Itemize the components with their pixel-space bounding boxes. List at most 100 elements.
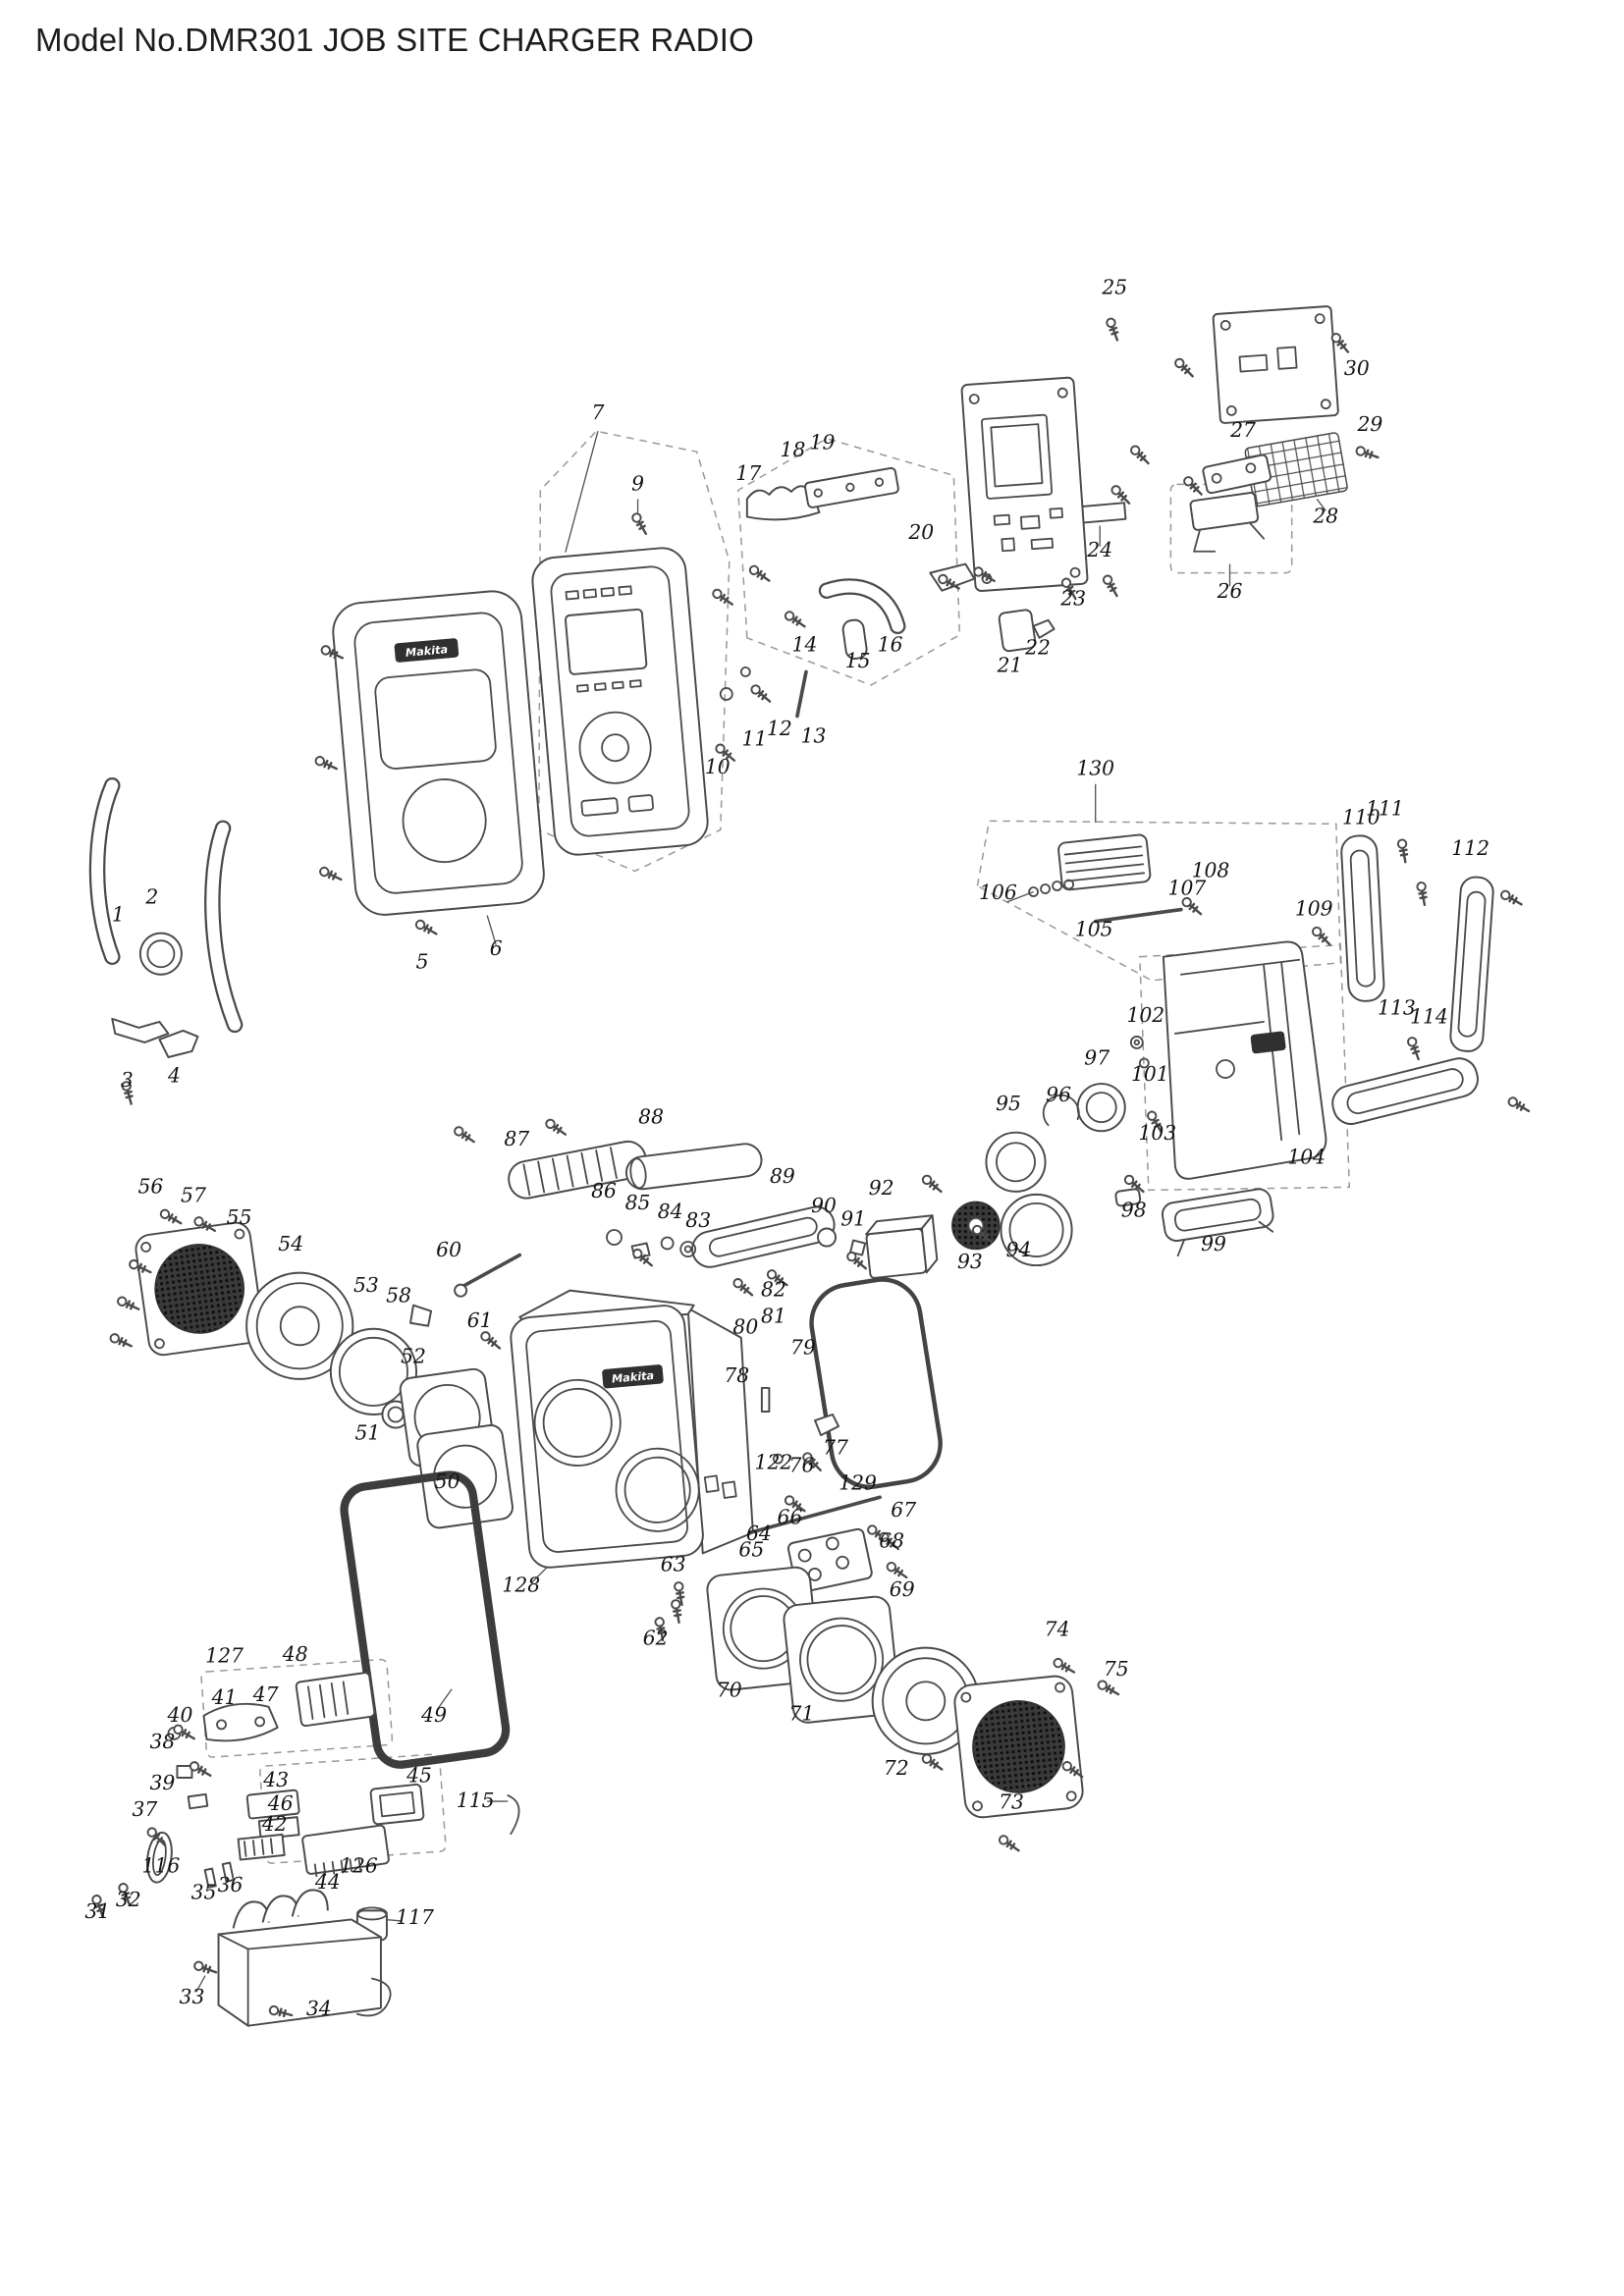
part-label-70: 70 [717, 1678, 742, 1701]
screw-icon [784, 611, 806, 628]
screw-icon [938, 573, 960, 590]
screw-icon [879, 1531, 900, 1551]
part-label-19: 19 [810, 430, 836, 454]
screw-icon [414, 919, 438, 935]
part-label-71: 71 [789, 1701, 815, 1725]
screw-icon [320, 645, 345, 660]
screw-icon [750, 684, 772, 703]
part-label-89: 89 [770, 1164, 795, 1188]
part-label-99: 99 [1201, 1232, 1226, 1255]
tweeter-rings-group [865, 1083, 1274, 1279]
part-label-36: 36 [218, 1873, 244, 1896]
screw-icon [802, 1452, 822, 1472]
part-label-56: 56 [137, 1174, 163, 1198]
part-label-24: 24 [1086, 538, 1112, 561]
part-label-75: 75 [1104, 1657, 1129, 1681]
screw-icon [1500, 889, 1523, 906]
part-label-29: 29 [1356, 412, 1382, 436]
part-label-5: 5 [416, 950, 429, 974]
part-label-63: 63 [661, 1552, 686, 1575]
screw-icon [1174, 357, 1194, 378]
part-label-87: 87 [504, 1127, 529, 1150]
screw-icon [1123, 1174, 1145, 1194]
bracket-pcb-group [1189, 454, 1272, 553]
part-label-17: 17 [735, 461, 761, 485]
button-bracket-parts [719, 466, 1127, 719]
part-label-35: 35 [191, 1880, 217, 1903]
part-label-67: 67 [891, 1498, 916, 1522]
part-label-68: 68 [879, 1528, 904, 1552]
part-label-108: 108 [1192, 858, 1230, 881]
part-label-58: 58 [386, 1284, 411, 1308]
part-label-11: 11 [741, 727, 767, 751]
part-label-31: 31 [84, 1899, 110, 1923]
screw-icon [268, 2004, 294, 2018]
part-label-77: 77 [823, 1436, 848, 1460]
screw-icon [748, 564, 771, 582]
part-label-22: 22 [1024, 635, 1051, 659]
part-label-21: 21 [997, 653, 1023, 676]
part-label-126: 126 [340, 1853, 378, 1877]
part-label-82: 82 [761, 1278, 786, 1302]
part-label-91: 91 [840, 1206, 866, 1230]
part-label-26: 26 [1217, 579, 1243, 603]
part-label-95: 95 [996, 1092, 1021, 1115]
screw-icon [671, 1599, 682, 1625]
part-label-90: 90 [811, 1194, 837, 1217]
part-label-79: 79 [790, 1335, 816, 1359]
side-handles-right [1331, 834, 1494, 1125]
part-label-49: 49 [420, 1703, 447, 1727]
part-label-62: 62 [643, 1627, 669, 1650]
part-label-61: 61 [467, 1308, 493, 1332]
screw-icon [91, 1895, 105, 1919]
screw-icon [314, 756, 338, 771]
screw-icon [631, 512, 648, 536]
part-label-114: 114 [1410, 1004, 1448, 1028]
screw-icon [1060, 577, 1077, 601]
part-label-122: 122 [755, 1451, 793, 1474]
screw-icon [1311, 926, 1331, 946]
screw-icon [193, 1960, 218, 1974]
screw-icon [545, 1118, 568, 1136]
part-label-51: 51 [354, 1421, 380, 1445]
part-label-12: 12 [767, 717, 792, 740]
part-label-83: 83 [685, 1208, 711, 1232]
part-label-43: 43 [262, 1768, 289, 1791]
part-label-110: 110 [1342, 805, 1380, 828]
volume-knob [138, 932, 183, 976]
screw-icon [193, 1216, 217, 1232]
screw-icon [1061, 1761, 1084, 1779]
screw-icon [1183, 476, 1203, 496]
screw-icon [766, 1269, 788, 1287]
part-label-7: 7 [592, 400, 605, 424]
part-label-127: 127 [205, 1644, 244, 1668]
part-label-117: 117 [396, 1905, 434, 1929]
part-label-93: 93 [957, 1250, 983, 1273]
screw-icon [1330, 333, 1350, 353]
part-label-2: 2 [144, 885, 158, 909]
part-label-73: 73 [999, 1790, 1024, 1814]
screw-icon [1407, 1037, 1421, 1061]
part-label-97: 97 [1084, 1046, 1110, 1070]
part-label-4: 4 [167, 1064, 181, 1088]
left-speaker-group [135, 1221, 522, 1529]
part-label-9: 9 [631, 471, 644, 495]
screw-icon [118, 1883, 132, 1907]
part-label-98: 98 [1121, 1198, 1147, 1221]
screw-icon [632, 1248, 653, 1267]
part-label-80: 80 [732, 1314, 758, 1338]
part-label-109: 109 [1295, 897, 1333, 921]
part-label-101: 101 [1131, 1062, 1169, 1086]
part-label-42: 42 [261, 1812, 288, 1836]
part-label-86: 86 [591, 1179, 617, 1202]
part-label-115: 115 [457, 1789, 495, 1812]
part-label-27: 27 [1229, 418, 1256, 442]
part-label-48: 48 [282, 1642, 308, 1666]
screw-fasteners [91, 317, 1531, 2018]
screw-icon [712, 588, 734, 606]
part-label-15: 15 [845, 649, 871, 672]
handle-bars-group [508, 1140, 867, 1268]
part-label-113: 113 [1378, 995, 1416, 1019]
